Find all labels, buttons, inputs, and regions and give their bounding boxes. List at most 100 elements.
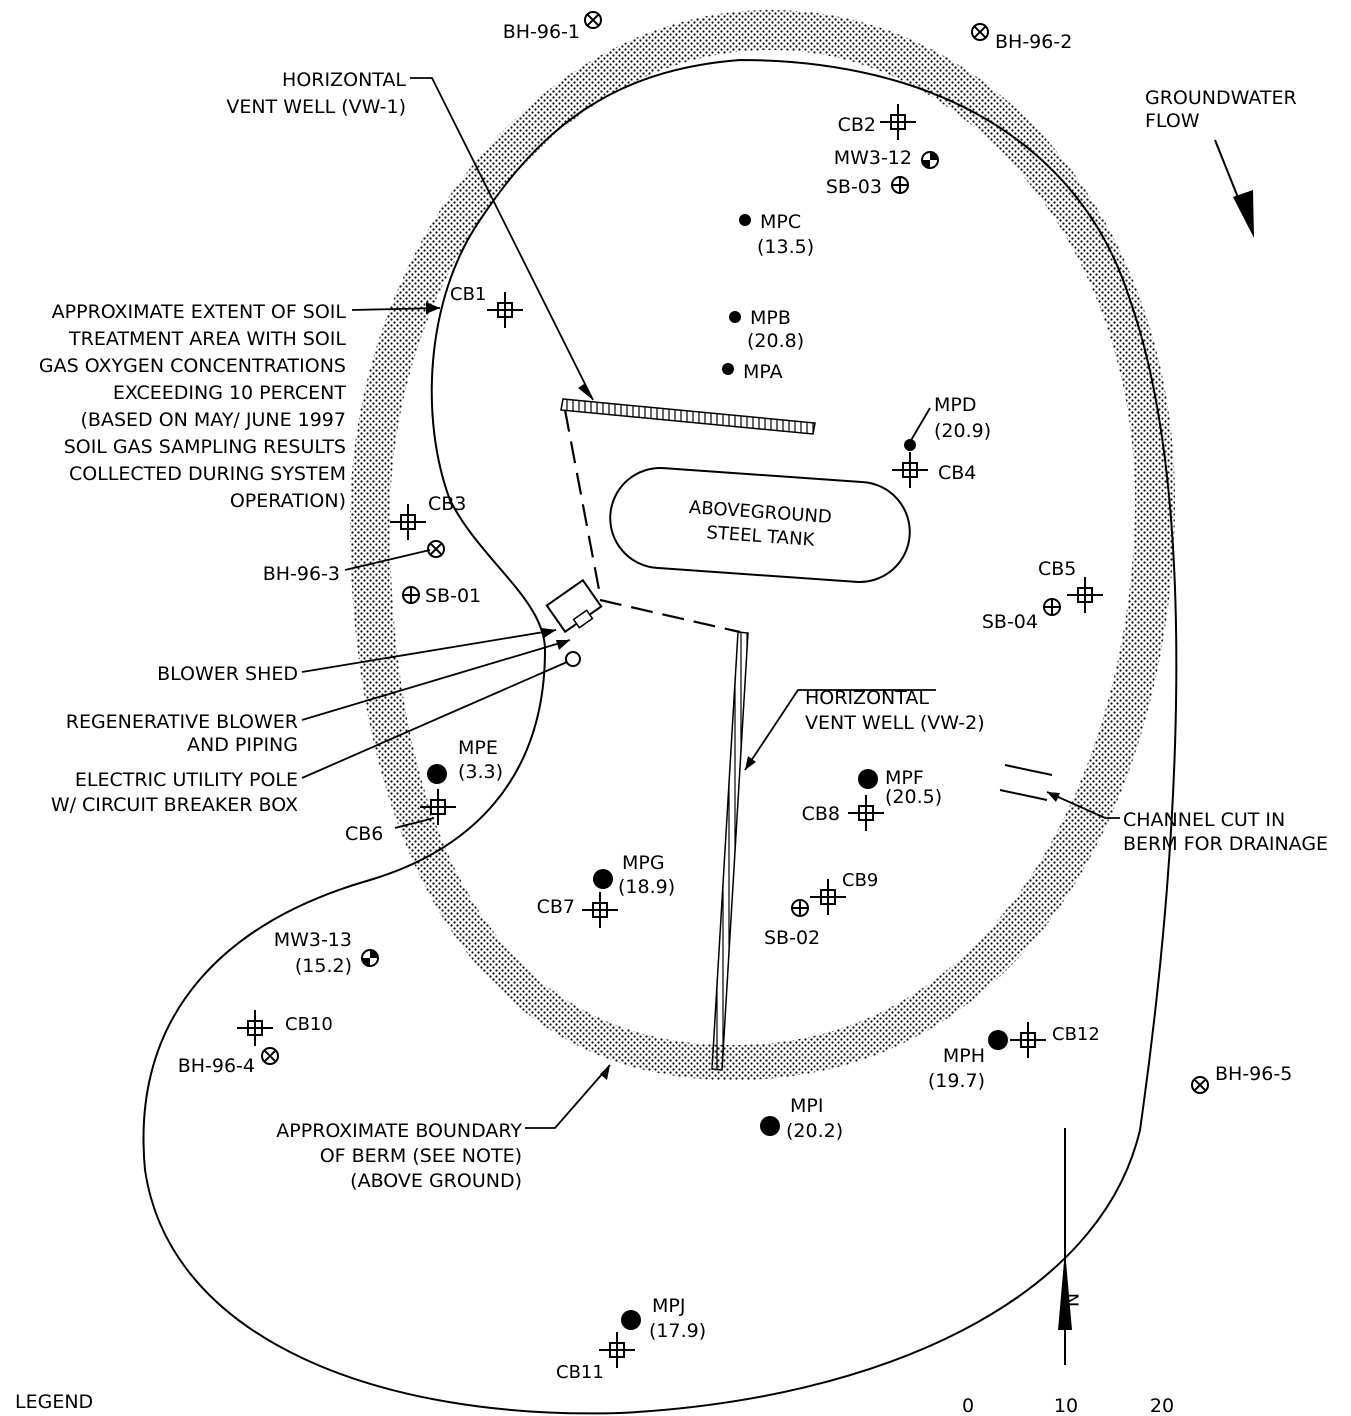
monitoring-point-icon (858, 769, 878, 789)
borehole-bh-96-2: BH-96-2 (971, 23, 1072, 53)
blower-shed (545, 578, 603, 667)
berm-label-2: OF BERM (SEE NOTE) (320, 1145, 522, 1167)
callout-berm: APPROXIMATE BOUNDARY OF BERM (SEE NOTE) … (276, 1120, 522, 1192)
treatment-area-outline (142, 58, 1178, 1415)
scale-10: 10 (1054, 1395, 1078, 1416)
control-box-icon (390, 504, 426, 540)
sb-02-label: SB-02 (764, 927, 820, 949)
monitoring-point-icon (427, 764, 447, 784)
aboveground-tank: ABOVEGROUND STEEL TANK (609, 467, 911, 583)
borehole-bh-96-4: BH-96-4 (178, 1047, 279, 1077)
north-label: N (1060, 1293, 1082, 1307)
borehole-bh-96-1: BH-96-1 (503, 11, 602, 43)
borehole-icon (971, 23, 989, 41)
borehole-icon (427, 540, 445, 558)
extent-line-7: COLLECTED DURING SYSTEM (69, 463, 346, 485)
mpj-label: MPJ (652, 1295, 685, 1317)
control-box-icon (420, 789, 456, 825)
control-box-icon (487, 292, 523, 328)
cb11-label: CB11 (556, 1362, 604, 1383)
cb2-label: CB2 (838, 114, 876, 136)
control-box-icon (892, 452, 928, 488)
borehole-bh-96-3: BH-96-3 (263, 540, 445, 585)
control-box-cb1: CB1 (450, 284, 523, 328)
vw1-label-2: VENT WELL (VW-1) (226, 96, 406, 118)
utility-pole-icon (565, 651, 581, 667)
cb3-label: CB3 (428, 493, 466, 515)
soil-boring-sb-01: SB-01 (402, 585, 481, 607)
groundwater-label-1: GROUNDWATER (1145, 87, 1297, 109)
control-box-icon (582, 892, 618, 928)
cb10-label: CB10 (285, 1014, 333, 1035)
callout-vw2: HORIZONTAL VENT WELL (VW-2) (805, 687, 985, 734)
extent-line-8: OPERATION) (230, 490, 346, 512)
control-box-icon (848, 795, 884, 831)
extent-line-5: (BASED ON MAY/ JUNE 1997 (81, 409, 346, 431)
monitoring-point-mpj: MPJ (17.9) (621, 1295, 706, 1342)
monitoring-point-icon (904, 439, 916, 451)
control-box-icon (1010, 1022, 1046, 1058)
bh-96-5-label: BH-96-5 (1215, 1063, 1292, 1085)
monitoring-point-mpi: MPI (20.2) (760, 1095, 843, 1142)
callout-channel: CHANNEL CUT IN BERM FOR DRAINAGE (1123, 809, 1328, 855)
channel-label-1: CHANNEL CUT IN (1123, 809, 1285, 831)
control-box-icon (880, 104, 916, 140)
channel-cut (999, 764, 1053, 801)
mpd-label: MPD (934, 394, 976, 416)
mw3-12-label: MW3-12 (834, 147, 912, 169)
scale-bar: 0 10 20 (962, 1395, 1174, 1416)
monitoring-point-icon (760, 1116, 780, 1136)
scale-0: 0 (962, 1395, 974, 1416)
control-box-cb3: CB3 (390, 493, 466, 540)
cb7-label: CB7 (537, 896, 575, 918)
callout-utility-pole: ELECTRIC UTILITY POLE W/ CIRCUIT BREAKER… (51, 769, 298, 816)
utility-pole-label-1: ELECTRIC UTILITY POLE (75, 769, 298, 791)
mph-label: MPH (943, 1045, 985, 1067)
cb12-label: CB12 (1052, 1024, 1100, 1045)
leader-arrowheads (426, 302, 1060, 1080)
mpc-value: (13.5) (757, 236, 814, 258)
vent-well-vw2 (711, 631, 749, 1071)
extent-line-4: EXCEEDING 10 PERCENT (113, 382, 347, 404)
berm-label-3: (ABOVE GROUND) (350, 1170, 522, 1192)
sb-01-label: SB-01 (425, 585, 481, 607)
monitoring-point-mpf: MPF (20.5) (858, 767, 942, 808)
mpc-label: MPC (760, 211, 801, 233)
mpf-label: MPF (885, 767, 924, 789)
vw1-label-1: HORIZONTAL (282, 69, 406, 91)
mpj-value: (17.9) (649, 1320, 706, 1342)
mw3-13-value: (15.2) (295, 955, 352, 977)
scale-20: 20 (1150, 1395, 1174, 1416)
vent-well-vw1 (560, 398, 816, 435)
channel-label-2: BERM FOR DRAINAGE (1123, 833, 1328, 855)
mpa-label: MPA (743, 361, 783, 383)
mpb-label: MPB (750, 307, 791, 329)
mpb-value: (20.8) (747, 330, 804, 352)
control-box-cb12: CB12 (1010, 1022, 1100, 1058)
leader-lines (301, 77, 1120, 1129)
control-box-cb4: CB4 (892, 452, 976, 488)
mpe-label: MPE (458, 737, 498, 759)
soil-boring-icon (791, 899, 809, 917)
bh-96-4-label: BH-96-4 (178, 1055, 255, 1077)
borehole-icon (261, 1047, 279, 1065)
soil-boring-sb-03: SB-03 (826, 176, 909, 198)
extent-line-1: APPROXIMATE EXTENT OF SOIL (52, 301, 347, 323)
soil-boring-icon (402, 586, 420, 604)
monitoring-point-mph: MPH (19.7) (928, 1030, 1008, 1092)
callout-vw1: HORIZONTAL VENT WELL (VW-1) (226, 69, 406, 118)
monitoring-point-icon (739, 214, 751, 226)
monitoring-point-icon (722, 363, 734, 375)
mpd-value: (20.9) (934, 420, 991, 442)
control-box-cb6: CB6 (345, 789, 456, 845)
extent-line-2: TREATMENT AREA WITH SOIL (68, 328, 346, 350)
monitoring-point-icon (729, 311, 741, 323)
soil-boring-icon (1043, 598, 1061, 616)
callout-regen-blower: REGENERATIVE BLOWER AND PIPING (66, 711, 298, 756)
monitoring-point-mpd: MPD (20.9) (904, 394, 991, 451)
extent-line-3: GAS OXYGEN CONCENTRATIONS (39, 355, 346, 377)
control-box-icon (237, 1010, 273, 1046)
mph-value: (19.7) (928, 1070, 985, 1092)
cb6-label: CB6 (345, 823, 383, 845)
